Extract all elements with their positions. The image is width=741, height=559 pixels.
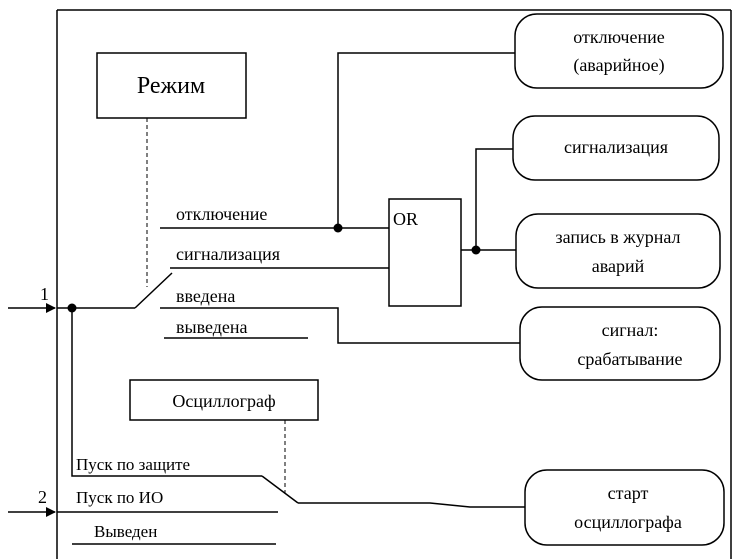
output-log <box>515 213 721 289</box>
mode-block-title: Режим <box>137 73 205 99</box>
mode-option-disabled: выведена <box>176 317 248 337</box>
osc-option-io: Пуск по ИО <box>76 488 163 507</box>
output-log-line1: запись в журнал <box>555 227 680 247</box>
mode-option-off: отключение <box>176 204 267 224</box>
output-osc-start-line1: старт <box>608 483 649 503</box>
output-osc-start <box>524 469 725 546</box>
input-1-label: 1 <box>40 284 49 304</box>
input-1-branch <box>71 308 262 477</box>
osc-option-protection: Пуск по защите <box>76 455 190 474</box>
mode-option-signal: сигнализация <box>176 244 280 264</box>
osc-output-wire <box>298 502 525 508</box>
osc-block <box>129 379 319 421</box>
osc-block-title: Осциллограф <box>172 391 275 411</box>
mode-line-enabled <box>160 307 520 344</box>
osc-option-disabled: Выведен <box>94 522 157 541</box>
output-alarm-label: сигнализация <box>564 137 668 157</box>
or-gate-label: OR <box>393 209 418 229</box>
output-emergency-trip-line1: отключение <box>573 27 664 47</box>
output-trigger-line1: сигнал: <box>602 320 659 340</box>
osc-switch-blade <box>261 475 299 504</box>
trip-wire <box>337 52 515 228</box>
alarm-wire <box>475 148 513 250</box>
output-trigger <box>519 306 721 381</box>
output-log-line2: аварий <box>592 256 645 276</box>
output-trigger-line2: срабатывание <box>577 349 682 369</box>
output-emergency-trip-line2: (аварийное) <box>573 55 664 76</box>
output-emergency-trip <box>514 13 724 89</box>
or-gate <box>388 198 462 307</box>
output-alarm <box>512 115 720 181</box>
output-osc-start-line2: осциллографа <box>574 512 682 532</box>
input-2-label: 2 <box>38 487 47 507</box>
mode-option-enabled: введена <box>176 286 235 306</box>
mode-switch-blade <box>134 272 173 309</box>
mode-block <box>96 52 247 119</box>
